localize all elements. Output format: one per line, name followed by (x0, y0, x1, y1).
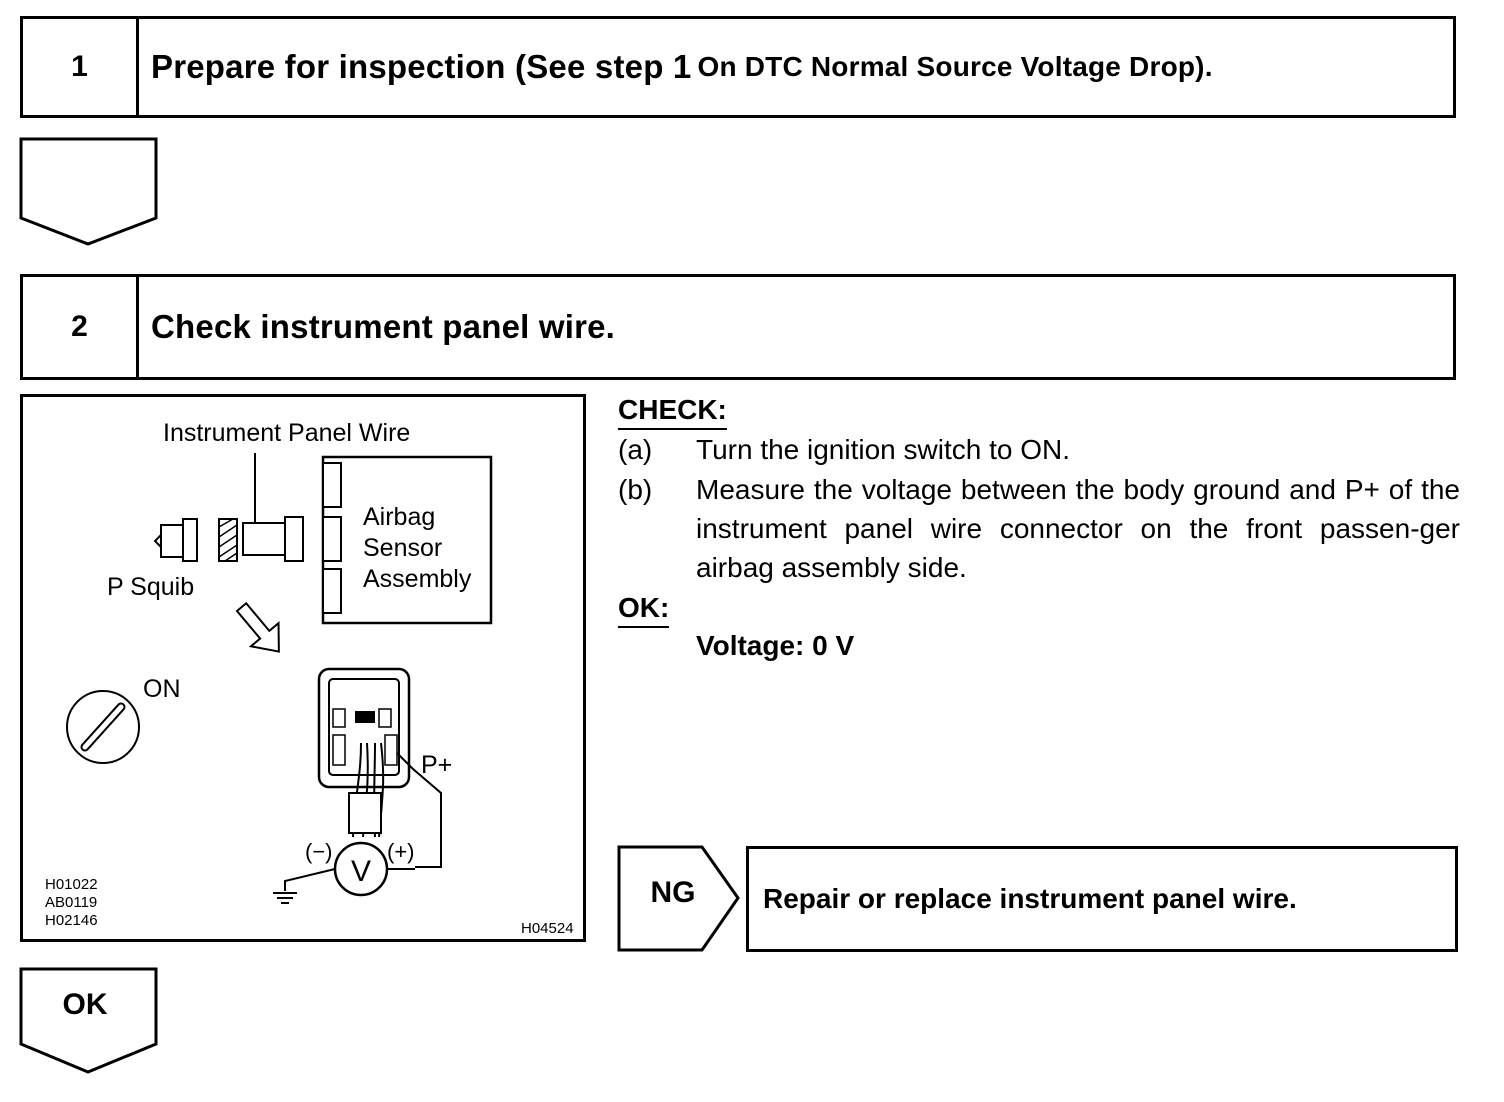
ok-heading: OK: (618, 592, 670, 628)
figure-code-3: H02146 (45, 912, 98, 929)
voltmeter-icon: V (333, 841, 389, 897)
check-item-a: (a) Turn the ignition switch to ON. (618, 430, 1468, 470)
ground-icon (273, 892, 297, 904)
label-assembly: Assembly (363, 565, 472, 593)
check-item-a-text: Turn the ignition switch to ON. (696, 434, 1071, 465)
ng-label: NG (650, 876, 696, 909)
label-p-squib: P Squib (107, 573, 194, 601)
hatched-connector (218, 518, 238, 562)
step-2-box: 2 Check instrument panel wire. (20, 274, 1456, 380)
check-item-b-label: (b) (618, 474, 653, 505)
step-1-number: 1 (23, 19, 139, 115)
wiring-diagram-figure: Instrument Panel Wire P Squib Airbag Sen… (45, 419, 574, 937)
label-plus: (+) (387, 839, 415, 864)
airbag-sensor-assembly (321, 455, 493, 625)
wire-connector-front (317, 667, 411, 838)
ng-action-box: Repair or replace instrument panel wire. (746, 846, 1458, 952)
step-1-title-main: Prepare for inspection (See step 1 (151, 48, 692, 85)
step-1-box: 1 Prepare for inspection (See step 1 On … (20, 16, 1456, 118)
label-instrument-panel-wire: Instrument Panel Wire (163, 419, 410, 447)
check-item-a-label: (a) (618, 434, 653, 465)
label-on: ON (143, 675, 181, 703)
voltmeter-v-label: V (351, 855, 371, 888)
flow-arrow-down (19, 137, 158, 246)
check-item-b: (b) Measure the voltage between the body… (618, 470, 1468, 590)
wiring-diagram: Instrument Panel Wire P Squib Airbag Sen… (20, 394, 586, 942)
step-1-title: Prepare for inspection (See step 1 On DT… (139, 19, 1453, 115)
ok-arrow (19, 967, 158, 1074)
check-heading: CHECK: (618, 394, 727, 430)
ng-arrow (617, 845, 740, 952)
check-item-b-text: Measure the voltage between the body gro… (696, 474, 1460, 583)
ok-arrow-label: OK (62, 988, 108, 1021)
figure-code-right: H04524 (521, 920, 574, 937)
figure-code-1: H01022 (45, 876, 98, 893)
p-squib-connector (160, 524, 184, 558)
label-airbag: Airbag (363, 503, 435, 531)
direction-arrow-icon (235, 601, 280, 653)
step-2-number: 2 (23, 277, 139, 377)
ok-voltage-value: Voltage: 0 V (696, 630, 855, 661)
label-minus: (−) (305, 839, 333, 864)
step-1-title-reference: On DTC Normal Source Voltage Drop). (697, 51, 1213, 82)
ng-action-text: Repair or replace instrument panel wire. (763, 883, 1297, 914)
figure-code-2: AB0119 (45, 894, 97, 911)
ignition-switch-icon (66, 690, 140, 764)
label-p-plus: P+ (421, 751, 452, 779)
label-sensor: Sensor (363, 534, 442, 562)
step-2-title: Check instrument panel wire. (151, 308, 616, 345)
